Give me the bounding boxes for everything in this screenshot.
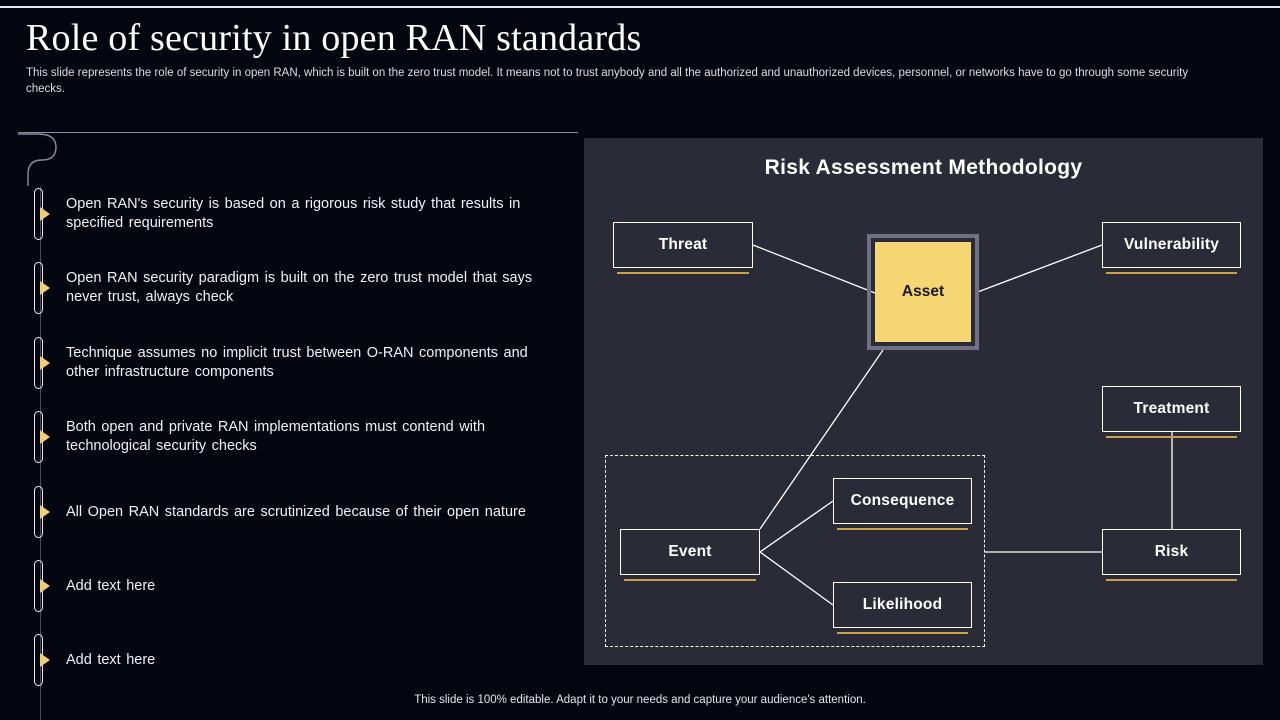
bullet-arrow-icon xyxy=(40,207,50,221)
diagram-node-likelihood[interactable]: Likelihood xyxy=(833,582,972,628)
bullet-text: Open RAN's security is based on a rigoro… xyxy=(66,196,521,231)
risk-diagram-panel: Risk Assessment Methodology Threat Vulner… xyxy=(584,138,1263,665)
decorative-top-line xyxy=(18,132,578,133)
bullet-arrow-icon xyxy=(40,505,50,519)
diagram-node-risk[interactable]: Risk xyxy=(1102,529,1241,575)
diagram-node-vulnerability[interactable]: Vulnerability xyxy=(1102,222,1241,268)
diagram-node-event[interactable]: Event xyxy=(620,529,760,575)
bullet-marker-icon xyxy=(29,337,51,389)
bullet-marker-icon xyxy=(29,188,51,240)
asset-node-frame xyxy=(867,234,979,350)
bullet-text: Both open and private RAN implementation… xyxy=(66,419,486,454)
bullet-list-panel: Open RAN's security is based on a rigoro… xyxy=(0,128,584,720)
event-group-dashed-box xyxy=(605,455,985,647)
connector-event-to-consequence xyxy=(759,500,834,553)
node-underline-threat xyxy=(617,272,749,274)
diagram-node-consequence[interactable]: Consequence xyxy=(833,478,972,524)
bullet-marker-icon xyxy=(29,560,51,612)
bullet-arrow-icon xyxy=(40,653,50,667)
diagram-connector-lines xyxy=(752,244,1173,606)
bullet-item[interactable]: Open RAN's security is based on a rigoro… xyxy=(0,188,560,240)
top-divider-line xyxy=(0,6,1280,8)
bullet-marker-icon xyxy=(29,634,51,686)
connector-asset-to-event xyxy=(759,349,884,530)
bullet-arrow-icon xyxy=(40,579,50,593)
node-underline-event xyxy=(624,579,756,581)
footer-note: This slide is 100% editable. Adapt it to… xyxy=(414,694,866,706)
bullet-item[interactable]: Add text here xyxy=(0,634,560,686)
bullet-text: Add text here xyxy=(66,577,156,594)
bullet-marker-icon xyxy=(29,411,51,463)
decorative-vertical-spine xyxy=(40,186,41,720)
bullet-text: All Open RAN standards are scrutinized b… xyxy=(66,503,526,520)
diagram-node-threat[interactable]: Threat xyxy=(613,222,753,268)
node-underline-treatment xyxy=(1106,436,1237,438)
node-underline-consequence xyxy=(837,528,968,530)
diagram-node-asset[interactable]: Asset xyxy=(875,242,971,342)
diagram-title: Risk Assessment Methodology xyxy=(764,156,1083,179)
node-underline-vulnerability xyxy=(1106,272,1237,274)
bullet-item[interactable]: Both open and private RAN implementation… xyxy=(0,411,560,463)
bullet-arrow-icon xyxy=(40,430,50,444)
bullet-arrow-icon xyxy=(40,281,50,295)
bullet-text: Technique assumes no implicit trust betw… xyxy=(66,345,528,380)
node-underline-likelihood xyxy=(837,632,968,634)
diagram-node-treatment[interactable]: Treatment xyxy=(1102,386,1241,432)
page-subtitle: This slide represents the role of securi… xyxy=(26,67,1189,95)
bullet-item[interactable]: Technique assumes no implicit trust betw… xyxy=(0,337,560,389)
slide-header: Role of security in open RAN standards T… xyxy=(0,14,1280,97)
bullet-item[interactable]: All Open RAN standards are scrutinized b… xyxy=(0,486,560,538)
bullet-arrow-icon xyxy=(40,356,50,370)
connector-event-to-likelihood xyxy=(759,551,834,606)
node-underline-risk xyxy=(1106,579,1237,581)
page-title: Role of security in open RAN standards xyxy=(26,17,642,59)
bullet-text: Add text here xyxy=(66,651,156,668)
bullet-marker-icon xyxy=(29,486,51,538)
bullet-marker-icon xyxy=(29,262,51,314)
bullet-text: Open RAN security paradigm is built on t… xyxy=(66,270,533,305)
decorative-s-curve-icon xyxy=(18,133,57,186)
connector-asset-to-vulnerability xyxy=(974,244,1103,294)
bullet-item[interactable]: Add text here xyxy=(0,560,560,612)
bullet-item[interactable]: Open RAN security paradigm is built on t… xyxy=(0,262,560,314)
connector-threat-to-asset xyxy=(752,244,876,294)
